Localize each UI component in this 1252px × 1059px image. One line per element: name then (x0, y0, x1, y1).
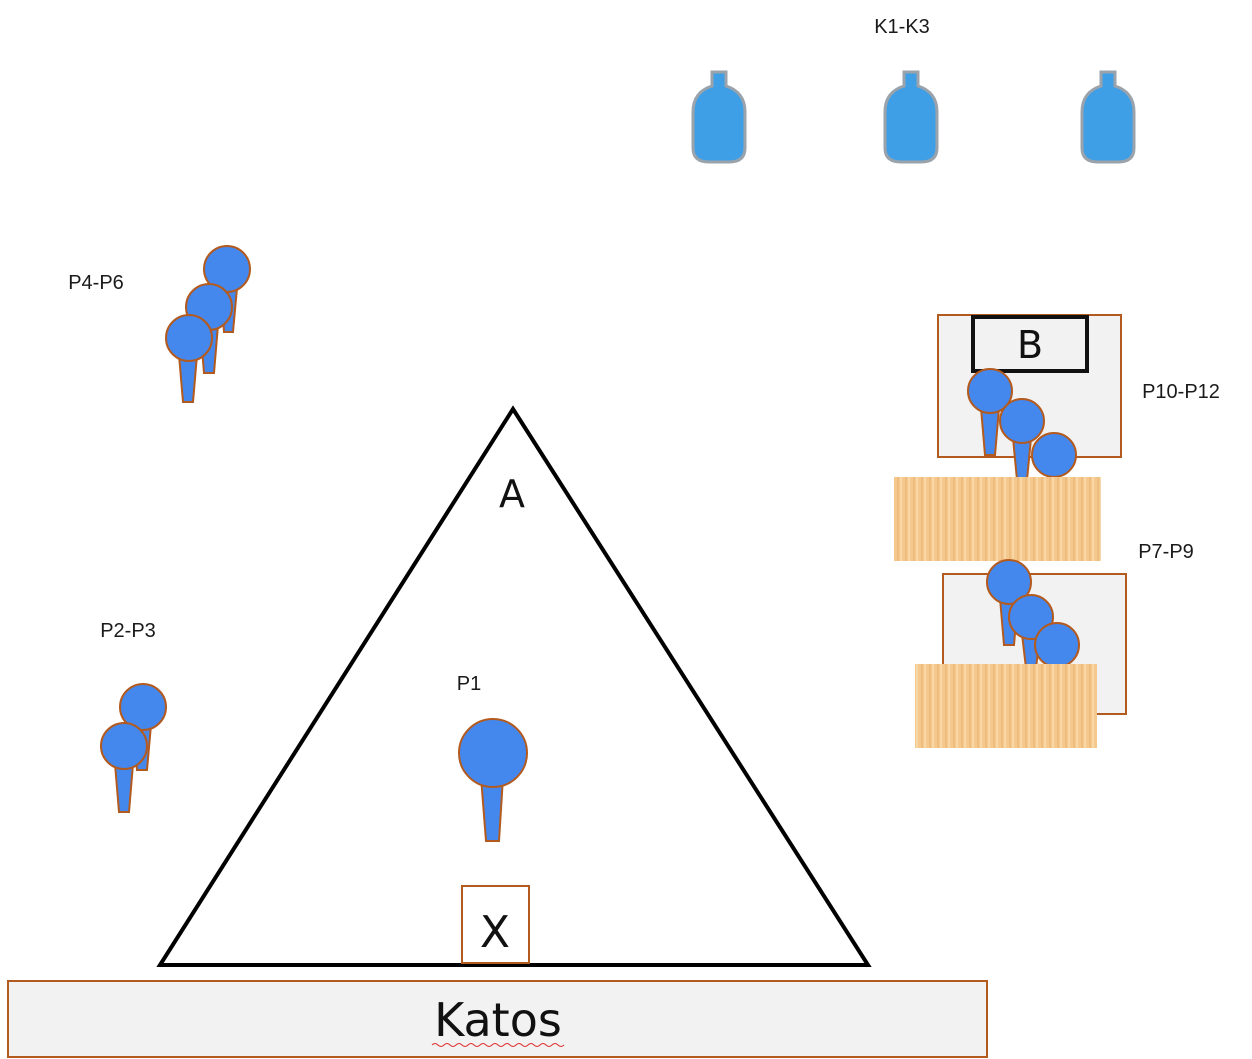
wood-barrier-icon (915, 664, 1097, 748)
zone-b-group: B P10-P12 (937, 314, 1220, 481)
k-targets-label: K1-K3 (874, 16, 930, 38)
p2-p3-label: P2-P3 (100, 620, 156, 642)
zone-a: A (156, 405, 872, 967)
wood-barrier-icon (894, 477, 1101, 561)
x-label: X (480, 907, 510, 958)
x-box (461, 885, 530, 964)
targets-p2-p3: P2-P3 (100, 620, 167, 813)
paper-target-icon (1034, 622, 1080, 668)
paper-target-icon (967, 368, 1013, 456)
zone-b-box (971, 315, 1089, 373)
p10-p12-label: P10-P12 (1142, 381, 1220, 403)
steel-popper-icon (883, 70, 939, 164)
zone-a-label: A (499, 472, 525, 516)
katos-label: Katos (434, 993, 562, 1047)
p1-label: P1 (457, 673, 481, 695)
steel-targets-group: K1-K3 (691, 16, 1136, 164)
paper-target-icon (165, 314, 213, 403)
spellcheck-underline (431, 1043, 565, 1047)
paper-target-icon (458, 718, 528, 842)
targets-p4-p6: P4-P6 (68, 245, 251, 403)
zone-b-label: B (1017, 323, 1043, 367)
start-position-x: X (461, 885, 530, 964)
zone-a-triangle (156, 405, 872, 967)
paper-target-icon (100, 722, 148, 813)
paper-target-icon (999, 398, 1045, 481)
target-p1: P1 (457, 673, 528, 842)
paper-target-icon (1031, 432, 1077, 478)
steel-popper-icon (691, 70, 747, 164)
katos-area: Katos (7, 980, 988, 1058)
p7-p9-label: P7-P9 (1138, 541, 1194, 563)
targets-p7-p9: P7-P9 (915, 541, 1194, 748)
p4-p6-label: P4-P6 (68, 272, 124, 294)
steel-popper-icon (1080, 70, 1136, 164)
